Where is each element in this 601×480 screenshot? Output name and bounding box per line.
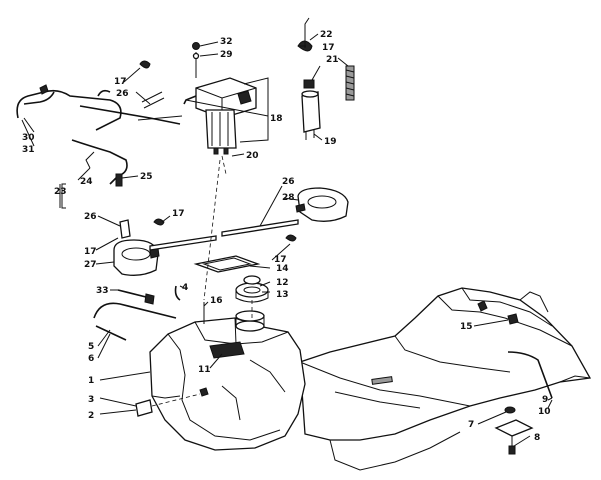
callout-11: 11 [198, 365, 211, 375]
fuel-sender-gasket [193, 255, 261, 273]
callout-2: 2 [88, 411, 94, 421]
callout-26-right: 26 [282, 177, 295, 187]
mount-bracket [494, 351, 553, 455]
left-pump [113, 239, 160, 276]
fuel-tank [149, 310, 306, 451]
callout-28: 28 [282, 193, 295, 203]
callout-14: 14 [276, 264, 289, 274]
callout-31: 31 [22, 145, 35, 155]
callout-33: 33 [96, 286, 109, 296]
callout-20: 20 [246, 151, 259, 161]
fuel-pump [297, 17, 355, 140]
callout-26-top: 26 [116, 89, 129, 99]
callout-17-mid: 17 [172, 209, 185, 219]
callout-3: 3 [88, 395, 94, 405]
callout-17-top-left: 17 [114, 77, 127, 87]
callout-30: 30 [22, 133, 35, 143]
callout-5: 5 [88, 342, 94, 352]
callout-32: 32 [220, 37, 233, 47]
callout-17-right: 17 [274, 255, 287, 265]
cross-fuel-tube [119, 218, 299, 251]
callout-16: 16 [210, 296, 223, 306]
callout-1: 1 [88, 376, 94, 386]
wire-harness [59, 139, 128, 208]
callout-23: 23 [54, 187, 67, 197]
callout-10: 10 [538, 407, 551, 417]
callout-18: 18 [270, 114, 283, 124]
callout-7: 7 [468, 420, 474, 430]
callout-labels: 1 2 3 4 5 6 7 8 9 10 11 12 13 14 15 16 1… [22, 30, 551, 443]
callout-29: 29 [220, 50, 233, 60]
fuel-cap [235, 275, 269, 303]
callout-4: 4 [182, 283, 188, 293]
callout-22: 22 [320, 30, 333, 40]
callout-27: 27 [84, 260, 97, 270]
vent-hose [93, 285, 205, 341]
callout-8: 8 [534, 433, 540, 443]
callout-15: 15 [460, 322, 473, 332]
leader-lines [21, 33, 553, 447]
callout-21: 21 [326, 55, 339, 65]
right-pump [295, 187, 349, 222]
drain-fitting [135, 387, 209, 417]
callout-17-pump: 17 [322, 43, 335, 53]
chassis-tunnel [299, 287, 592, 471]
callout-17-left: 17 [84, 247, 97, 257]
callout-24: 24 [80, 177, 93, 187]
callout-25: 25 [140, 172, 153, 182]
callout-9: 9 [542, 395, 548, 405]
callout-19: 19 [324, 137, 337, 147]
callout-26-mid: 26 [84, 212, 97, 222]
callout-6: 6 [88, 354, 94, 364]
regulator-assembly [183, 42, 257, 155]
callout-12: 12 [276, 278, 289, 288]
callout-13: 13 [276, 290, 289, 300]
fuel-line-group [16, 60, 183, 131]
